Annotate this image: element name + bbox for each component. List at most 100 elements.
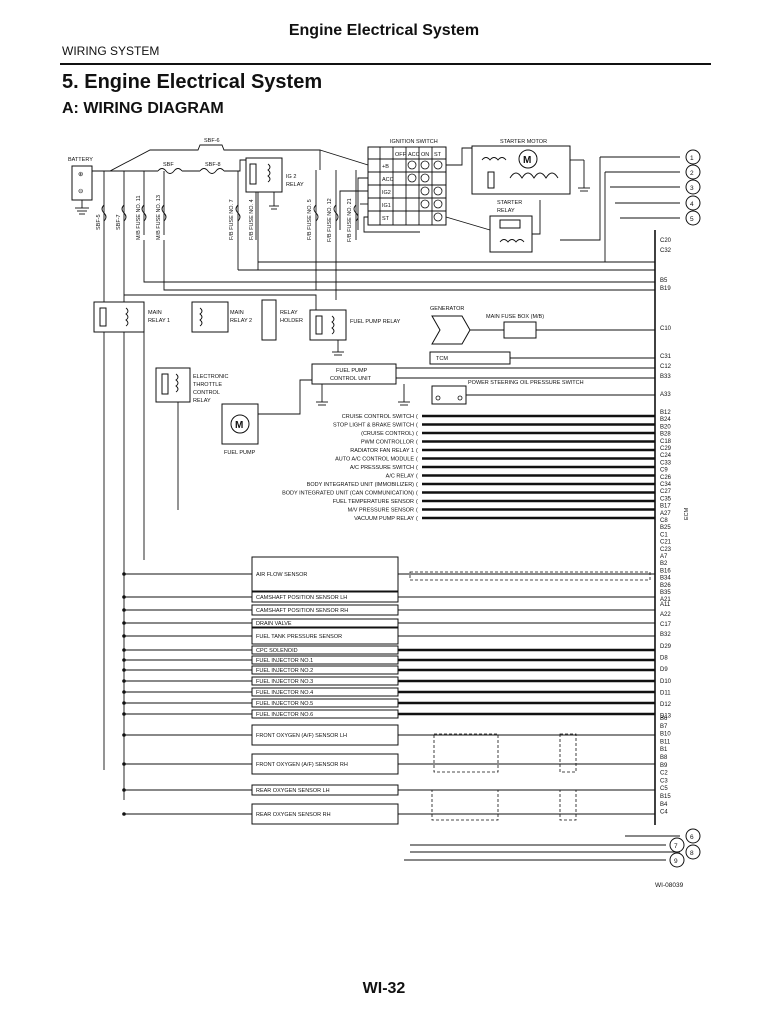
sbf-label: SBF bbox=[163, 162, 174, 168]
svg-text:FUEL PUMP: FUEL PUMP bbox=[224, 450, 256, 456]
header-divider bbox=[60, 63, 711, 65]
ecm-pin-B17: B17 bbox=[660, 504, 671, 510]
svg-text:IG2: IG2 bbox=[382, 190, 391, 196]
svg-text:FUEL PUMP: FUEL PUMP bbox=[336, 368, 368, 374]
ecm-pin-C27: C27 bbox=[660, 489, 672, 495]
battery-minus-icon: ⊖ bbox=[78, 188, 84, 195]
svg-text:RELAY 1: RELAY 1 bbox=[148, 318, 170, 324]
connector-2: 2 bbox=[690, 170, 694, 177]
svg-text:THROTTLE: THROTTLE bbox=[193, 382, 222, 388]
sensor-label: REAR OXYGEN SENSOR LH bbox=[256, 788, 330, 794]
ecm-pin-C5: C5 bbox=[660, 786, 668, 792]
ecm-pin-B19: B19 bbox=[660, 286, 671, 292]
ecm-pin-C35: C35 bbox=[660, 496, 672, 502]
junction-dot bbox=[122, 690, 126, 694]
connector-6: 6 bbox=[690, 834, 694, 841]
ecm-pin-C2: C2 bbox=[660, 771, 668, 777]
ecm-pin-B15: B15 bbox=[660, 794, 671, 800]
svg-text:RELAY: RELAY bbox=[286, 182, 304, 188]
svg-text:SBF-5: SBF-5 bbox=[96, 214, 102, 230]
page-header-subtitle: WIRING SYSTEM bbox=[62, 44, 160, 58]
ecm-pin-C8: C8 bbox=[660, 518, 668, 524]
ecm-pin-B11: B11 bbox=[660, 739, 671, 745]
ecm-pin-B34: B34 bbox=[660, 576, 671, 582]
connector-bracket-icon: ( bbox=[416, 423, 418, 429]
tcm: TCM bbox=[429, 351, 655, 365]
ecm-pin-C18: C18 bbox=[660, 439, 672, 445]
signal-label: A/C RELAY bbox=[386, 474, 415, 480]
sbf6-label: SBF-6 bbox=[204, 138, 220, 144]
battery-plus-icon: ⊕ bbox=[78, 171, 84, 178]
ecm-label: ECM bbox=[684, 507, 690, 520]
fuel-pump: M FUEL PUMP bbox=[221, 379, 312, 456]
ecm-pin-C9: C9 bbox=[660, 468, 668, 474]
ig2-relay: IG 2 RELAY bbox=[245, 157, 304, 240]
svg-text:CONTROL: CONTROL bbox=[193, 390, 220, 396]
junction-dot bbox=[122, 733, 126, 737]
junction-dot bbox=[122, 712, 126, 716]
svg-text:F/B FUSE NO. 21: F/B FUSE NO. 21 bbox=[347, 198, 353, 242]
signal-label: A/C PRESSURE SWITCH bbox=[350, 465, 414, 471]
junction-dot bbox=[122, 679, 126, 683]
sbf8-label: SBF-8 bbox=[205, 162, 221, 168]
junction-dot bbox=[122, 812, 126, 816]
sensor-label: CAMSHAFT POSITION SENSOR LH bbox=[256, 595, 347, 601]
connector-bracket-icon: ( bbox=[416, 440, 418, 446]
ecm-pin-C3: C3 bbox=[660, 778, 668, 784]
sensor-label: FUEL INJECTOR NO.2 bbox=[256, 668, 313, 674]
ecm-pin-B28: B28 bbox=[660, 432, 671, 438]
sensor-label: FUEL INJECTOR NO.5 bbox=[256, 701, 313, 707]
ecm-pin-C20: C20 bbox=[660, 238, 672, 244]
ecm-pin-C26: C26 bbox=[660, 475, 672, 481]
ecm-pin-C21: C21 bbox=[660, 540, 672, 546]
sensor-label: REAR OXYGEN SENSOR RH bbox=[256, 812, 331, 818]
main-relay-1: MAIN RELAY 1 bbox=[93, 301, 170, 333]
junction-dot bbox=[122, 762, 126, 766]
connector-bracket-icon: ( bbox=[416, 474, 418, 480]
battery-label: BATTERY bbox=[68, 157, 93, 163]
ecm-pin-C34: C34 bbox=[660, 482, 672, 488]
junction-dot bbox=[122, 701, 126, 705]
ecm-pin-B33: B33 bbox=[660, 374, 671, 380]
connector-5: 5 bbox=[690, 216, 694, 223]
signal-label: FUEL TEMPERATURE SENSOR bbox=[333, 499, 414, 505]
svg-text:RELAY: RELAY bbox=[193, 398, 211, 404]
connector-4: 4 bbox=[690, 201, 694, 208]
signal-label: BODY INTEGRATED UNIT (IMMOBILIZER) bbox=[307, 482, 414, 488]
svg-text:GENERATOR: GENERATOR bbox=[430, 306, 464, 312]
junction-dot bbox=[122, 788, 126, 792]
connector-bracket-icon: ( bbox=[416, 457, 418, 463]
ecm-pin-D13: D13 bbox=[660, 714, 672, 720]
sensor-label: FUEL INJECTOR NO.1 bbox=[256, 658, 313, 664]
ecm-pin-B8: B8 bbox=[660, 755, 668, 761]
signal-label: (CRUISE CONTROL) bbox=[361, 431, 414, 437]
svg-text:CONTROL UNIT: CONTROL UNIT bbox=[330, 376, 372, 382]
electronic-throttle-control-relay: ELECTRONIC THROTTLE CONTROL RELAY bbox=[155, 367, 228, 404]
signal-label: STOP LIGHT & BRAKE SWITCH bbox=[333, 423, 414, 429]
connector-1: 1 bbox=[690, 155, 694, 162]
ignition-switch: IGNITION SWITCH OFF ACC ON ST +B ACC IG2… bbox=[319, 139, 447, 233]
relay-holder: RELAY HOLDER bbox=[261, 299, 303, 341]
sensor-label: FUEL INJECTOR NO.3 bbox=[256, 679, 313, 685]
svg-text:FUEL PUMP RELAY: FUEL PUMP RELAY bbox=[350, 319, 401, 325]
ecm-pin-D29: D29 bbox=[660, 644, 672, 650]
svg-text:HOLDER: HOLDER bbox=[280, 318, 303, 324]
signal-label: AUTO A/C CONTROL MODULE bbox=[335, 457, 414, 463]
ecm-pin-labels: C20C32B5B19C10C31C12B33A33B12B24B20B28C1… bbox=[660, 238, 672, 816]
svg-text:RELAY: RELAY bbox=[497, 208, 515, 214]
svg-text:OFF: OFF bbox=[395, 152, 407, 158]
ecm-pin-C33: C33 bbox=[660, 460, 672, 466]
ecm-pin-C31: C31 bbox=[660, 354, 672, 360]
junction-dot bbox=[122, 634, 126, 638]
connector-list-bottom: 6 7 8 9 bbox=[404, 828, 701, 868]
ecm-pin-D11: D11 bbox=[660, 690, 671, 696]
ecm-pin-C1: C1 bbox=[660, 532, 668, 538]
connector-bracket-icon: ( bbox=[416, 448, 418, 454]
svg-text:ON: ON bbox=[421, 152, 429, 158]
ecm-pin-A27: A27 bbox=[660, 511, 671, 517]
main-relay-2: MAIN RELAY 2 bbox=[191, 301, 252, 333]
power-steering-switch: POWER STEERING OIL PRESSURE SWITCH bbox=[431, 380, 655, 405]
ecm-pin-A7: A7 bbox=[660, 554, 668, 560]
junction-dot bbox=[122, 668, 126, 672]
